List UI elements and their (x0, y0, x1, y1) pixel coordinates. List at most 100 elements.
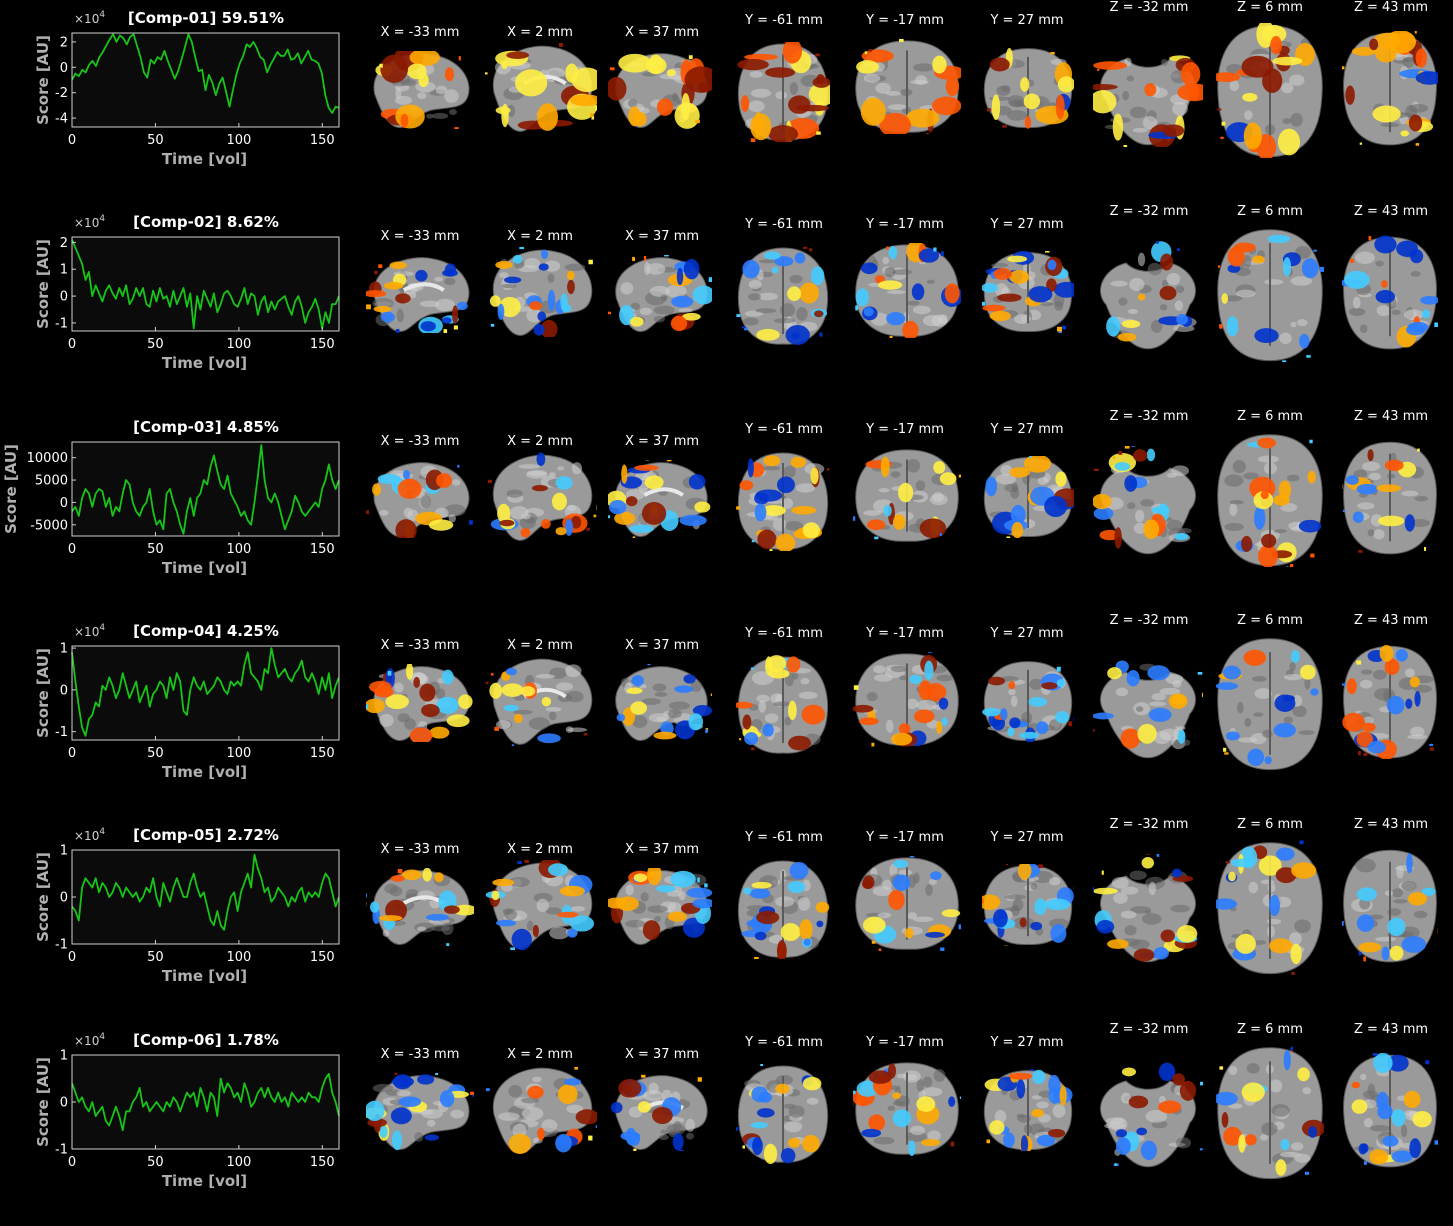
slice-coordinate-label: X = -33 mm (360, 638, 480, 653)
x-tick-label: 50 (147, 746, 164, 761)
x-tick-label: 150 (310, 337, 335, 352)
slice-coordinate-label: Y = -61 mm (724, 422, 844, 437)
sagittal-slice-icon (366, 868, 474, 946)
coronal-slice-icon (982, 47, 1074, 129)
slice-coordinate-label: Z = -32 mm (1089, 204, 1209, 219)
axis-multiplier: ×104 (74, 10, 105, 26)
slice-coordinate-label: X = 2 mm (480, 434, 600, 449)
sagittal-slice-icon (608, 460, 712, 538)
slice-coordinate-label: Y = -17 mm (845, 422, 965, 437)
x-tick-label: 100 (226, 1155, 251, 1170)
y-tick-label: -1 (55, 725, 68, 740)
coronal-slice-icon (982, 864, 1074, 946)
coronal-slice-icon (982, 660, 1074, 742)
axial-slice-icon (1093, 650, 1203, 760)
chart-title: [Comp-04] 4.25% (133, 622, 279, 640)
y-tick-label: 5000 (35, 474, 68, 489)
slice-coordinate-label: Z = 6 mm (1210, 0, 1330, 15)
chart-title: [Comp-03] 4.85% (133, 418, 279, 436)
y-axis-label: Score [AU] (34, 648, 52, 738)
plot-area (72, 646, 339, 740)
x-tick-label: 100 (226, 337, 251, 352)
slice-coordinate-label: Z = 43 mm (1331, 409, 1451, 424)
slice-coordinate-label: X = 37 mm (602, 1047, 722, 1062)
x-tick-label: 0 (68, 1155, 76, 1170)
slice-coordinate-label: Y = -17 mm (845, 1035, 965, 1050)
sagittal-slice-icon (366, 460, 474, 538)
x-tick-label: 150 (310, 1155, 335, 1170)
slice-coordinate-label: Y = -61 mm (724, 626, 844, 641)
sagittal-slice-icon (485, 43, 597, 133)
slice-coordinate-label: X = 37 mm (602, 842, 722, 857)
x-axis-label: Time [vol] (162, 1172, 247, 1190)
chart-title: [Comp-02] 8.62% (133, 213, 279, 231)
x-tick-label: 0 (68, 746, 76, 761)
sagittal-slice-icon (366, 255, 474, 333)
slice-coordinate-label: X = 37 mm (602, 434, 722, 449)
axial-slice-icon (1342, 1053, 1438, 1168)
slice-coordinate-label: Z = 43 mm (1331, 204, 1451, 219)
sagittal-slice-icon (366, 664, 474, 742)
x-tick-label: 50 (147, 133, 164, 148)
x-axis-label: Time [vol] (162, 967, 247, 985)
y-tick-label: 1 (60, 263, 68, 278)
slice-coordinate-label: Z = 6 mm (1210, 817, 1330, 832)
x-tick-label: 150 (310, 133, 335, 148)
coronal-slice-icon (982, 1069, 1074, 1151)
coronal-slice-icon (982, 456, 1074, 538)
coronal-slice-icon (736, 42, 830, 142)
y-tick-label: 1 (60, 642, 68, 657)
slice-coordinate-label: Y = -17 mm (845, 626, 965, 641)
axial-slice-icon (1342, 848, 1438, 963)
slice-coordinate-label: Z = 6 mm (1210, 409, 1330, 424)
x-tick-label: 0 (68, 337, 76, 352)
y-tick-label: 1 (60, 844, 68, 859)
slice-coordinate-label: Y = -61 mm (724, 13, 844, 28)
x-tick-label: 150 (310, 542, 335, 557)
x-axis-label: Time [vol] (162, 763, 247, 781)
slice-coordinate-label: Y = -61 mm (724, 1035, 844, 1050)
slice-coordinate-label: Z = 6 mm (1210, 204, 1330, 219)
slice-coordinate-label: Y = -61 mm (724, 217, 844, 232)
y-tick-label: 0 (60, 61, 68, 76)
axis-multiplier: ×104 (74, 1032, 105, 1048)
coronal-slice-icon (853, 856, 961, 951)
x-tick-label: 100 (226, 133, 251, 148)
slice-coordinate-label: X = 37 mm (602, 25, 722, 40)
sagittal-slice-icon (366, 51, 474, 129)
x-tick-label: 100 (226, 542, 251, 557)
slice-coordinate-label: Y = 27 mm (967, 217, 1087, 232)
slice-coordinate-label: X = -33 mm (360, 1047, 480, 1062)
coronal-slice-icon (736, 451, 830, 551)
slice-coordinate-label: X = 2 mm (480, 1047, 600, 1062)
coronal-slice-icon (736, 859, 830, 959)
axial-slice-icon (1093, 37, 1203, 147)
y-tick-label: -4 (55, 112, 68, 127)
x-tick-label: 50 (147, 950, 164, 965)
sagittal-slice-icon (485, 656, 597, 746)
slice-coordinate-label: X = 37 mm (602, 229, 722, 244)
axial-slice-icon (1216, 23, 1324, 158)
x-axis-label: Time [vol] (162, 150, 247, 168)
slice-coordinate-label: X = -33 mm (360, 434, 480, 449)
sagittal-slice-icon (608, 664, 712, 742)
slice-coordinate-label: Z = -32 mm (1089, 0, 1209, 15)
slice-coordinate-label: Z = 43 mm (1331, 0, 1451, 15)
slice-coordinate-label: X = 2 mm (480, 229, 600, 244)
chart-title: [Comp-06] 1.78% (133, 1031, 279, 1049)
slice-coordinate-label: X = -33 mm (360, 25, 480, 40)
coronal-slice-icon (736, 1064, 830, 1164)
x-tick-label: 100 (226, 746, 251, 761)
y-tick-label: -1 (55, 938, 68, 953)
coronal-slice-icon (736, 246, 830, 346)
y-axis-label: Score [AU] (34, 35, 52, 125)
slice-coordinate-label: X = 2 mm (480, 25, 600, 40)
slice-coordinate-label: Y = 27 mm (967, 1035, 1087, 1050)
chart-title: [Comp-05] 2.72% (133, 826, 279, 844)
